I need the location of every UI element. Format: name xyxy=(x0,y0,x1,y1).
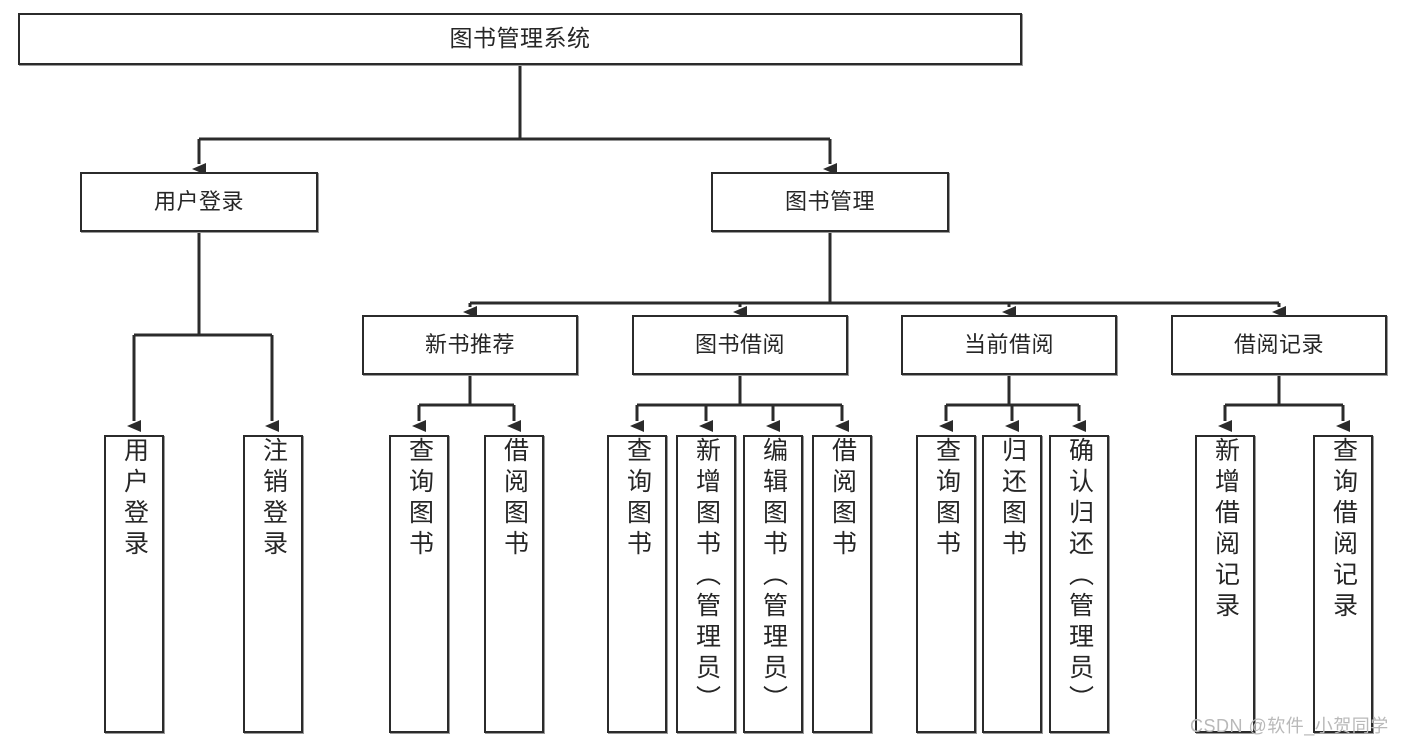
leaf-add-book-label: 新增图书（管理员） xyxy=(692,437,721,716)
leaf-edit-book-label: 编辑图书（管理员） xyxy=(759,437,788,716)
node-current-borrow-label: 当前借阅 xyxy=(963,332,1054,358)
leaf-query-record[interactable]: 查询借阅记录 xyxy=(1313,435,1373,733)
leaf-borrow-book-1[interactable]: 借阅图书 xyxy=(484,435,544,733)
leaf-query-book-1[interactable]: 查询图书 xyxy=(389,435,449,733)
leaf-borrow-book-2[interactable]: 借阅图书 xyxy=(812,435,872,733)
leaf-edit-book[interactable]: 编辑图书（管理员） xyxy=(743,435,803,733)
node-current-borrow[interactable]: 当前借阅 xyxy=(901,315,1117,375)
leaf-add-book[interactable]: 新增图书（管理员） xyxy=(676,435,736,733)
node-user-login[interactable]: 用户登录 xyxy=(80,172,318,232)
leaf-logout-label: 注销登录 xyxy=(259,437,288,561)
leaf-query-book-3-label: 查询图书 xyxy=(932,437,961,561)
leaf-query-book-3[interactable]: 查询图书 xyxy=(916,435,976,733)
node-new-book-rec-label: 新书推荐 xyxy=(424,332,515,358)
leaf-borrow-book-2-label: 借阅图书 xyxy=(828,437,857,561)
node-book-borrow[interactable]: 图书借阅 xyxy=(632,315,848,375)
leaf-add-record-label: 新增借阅记录 xyxy=(1211,437,1240,623)
leaf-query-book-2-label: 查询图书 xyxy=(623,437,652,561)
leaf-logout[interactable]: 注销登录 xyxy=(243,435,303,733)
node-borrow-record[interactable]: 借阅记录 xyxy=(1171,315,1387,375)
node-book-manage[interactable]: 图书管理 xyxy=(711,172,949,232)
leaf-confirm-return[interactable]: 确认归还（管理员） xyxy=(1049,435,1109,733)
node-book-manage-label: 图书管理 xyxy=(784,189,875,215)
node-user-login-label: 用户登录 xyxy=(153,189,244,215)
leaf-user-login-label: 用户登录 xyxy=(120,437,149,561)
node-root-label: 图书管理系统 xyxy=(449,25,591,52)
leaf-query-book-2[interactable]: 查询图书 xyxy=(607,435,667,733)
leaf-add-record[interactable]: 新增借阅记录 xyxy=(1195,435,1255,733)
leaf-return-book[interactable]: 归还图书 xyxy=(982,435,1042,733)
leaf-query-book-1-label: 查询图书 xyxy=(405,437,434,561)
leaf-borrow-book-1-label: 借阅图书 xyxy=(500,437,529,561)
node-root[interactable]: 图书管理系统 xyxy=(18,13,1022,65)
leaf-user-login[interactable]: 用户登录 xyxy=(104,435,164,733)
leaf-confirm-return-label: 确认归还（管理员） xyxy=(1065,437,1094,716)
node-new-book-rec[interactable]: 新书推荐 xyxy=(362,315,578,375)
leaf-return-book-label: 归还图书 xyxy=(998,437,1027,561)
leaf-query-record-label: 查询借阅记录 xyxy=(1329,437,1358,623)
watermark-text: CSDN @软件_小贺同学 xyxy=(1190,716,1389,736)
node-borrow-record-label: 借阅记录 xyxy=(1233,332,1324,358)
node-book-borrow-label: 图书借阅 xyxy=(694,332,785,358)
